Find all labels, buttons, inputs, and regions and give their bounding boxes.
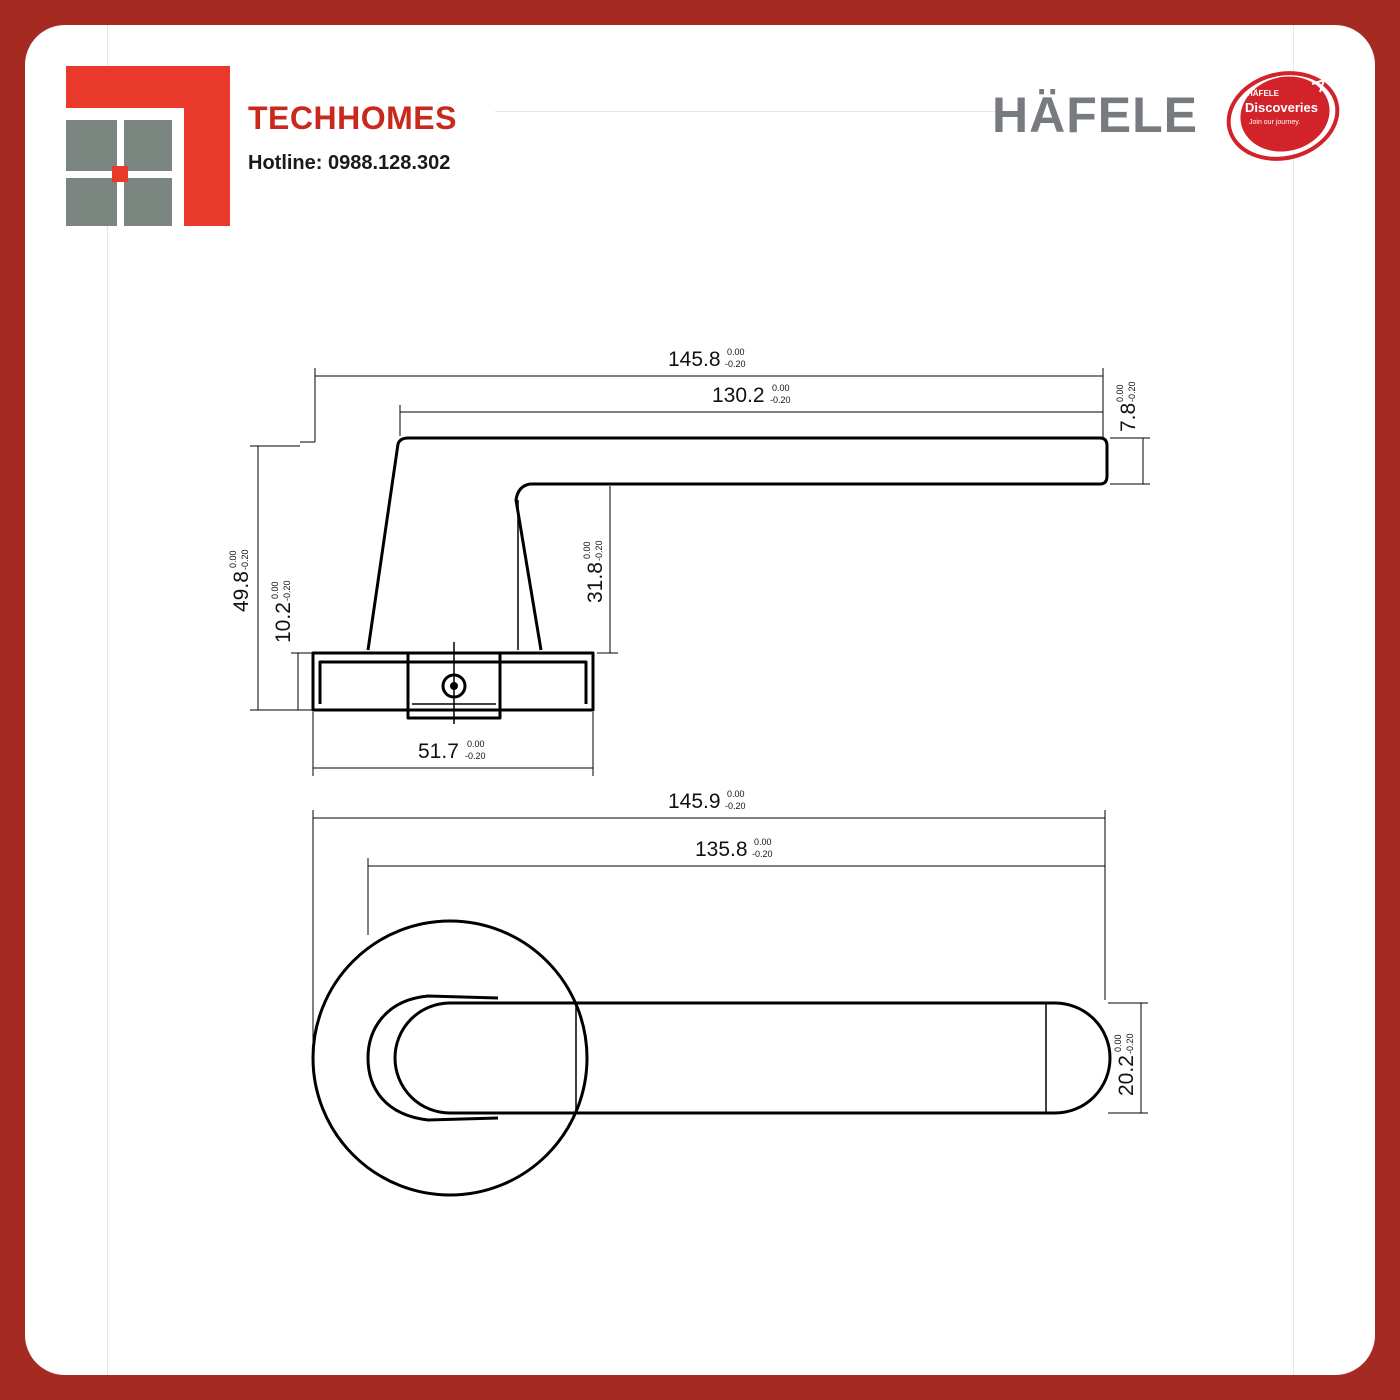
front-view-dimension-lines	[312, 810, 1148, 1114]
guide-line-right	[1293, 25, 1294, 1375]
svg-text:0.00: 0.00	[228, 550, 238, 568]
screw-hole-icon	[441, 673, 467, 699]
svg-text:49.8: 49.8	[230, 571, 253, 612]
svg-text:-0.20: -0.20	[752, 849, 773, 859]
techhomes-logo-icon	[66, 66, 230, 226]
svg-text:-0.20: -0.20	[282, 580, 292, 601]
svg-text:31.8: 31.8	[584, 562, 607, 603]
svg-text:0.00: 0.00	[772, 383, 790, 393]
dim-lever-length-front: 135.8 0.00 -0.20	[695, 837, 773, 861]
svg-text:145.8: 145.8	[668, 348, 721, 371]
svg-text:135.8: 135.8	[695, 838, 748, 861]
svg-text:7.8: 7.8	[1117, 403, 1140, 432]
dim-overall-height: 49.8 0.00 -0.20	[228, 549, 253, 612]
side-view-dimension-text: 145.8 0.00 -0.20 130.2 0.00 -0.20 7.8 0.…	[228, 347, 1140, 763]
svg-text:130.2: 130.2	[712, 384, 765, 407]
svg-text:-0.20: -0.20	[725, 359, 746, 369]
svg-text:0.00: 0.00	[754, 837, 772, 847]
svg-text:-0.20: -0.20	[725, 801, 746, 811]
dim-overall-length-side: 145.8 0.00 -0.20	[668, 347, 746, 371]
svg-text:145.9: 145.9	[668, 790, 721, 813]
dim-overall-length-front: 145.9 0.00 -0.20	[668, 789, 746, 813]
brand-name: TECHHOMES	[248, 100, 457, 136]
svg-text:0.00: 0.00	[1113, 1034, 1123, 1052]
svg-text:0.00: 0.00	[1115, 384, 1125, 402]
svg-text:0.00: 0.00	[582, 541, 592, 559]
hotline-text: Hotline: 0988.128.302	[248, 152, 451, 174]
drawing-card	[25, 25, 1375, 1375]
dim-rose-width: 51.7 0.00 -0.20	[418, 739, 486, 763]
partner-wordmark: HÄFELE	[992, 87, 1198, 143]
side-view-outline	[311, 436, 1109, 720]
svg-text:20.2: 20.2	[1115, 1055, 1138, 1096]
front-view-outline	[311, 919, 1112, 1197]
dim-lever-length-side: 130.2 0.00 -0.20	[712, 383, 791, 407]
badge-brand: HÄFELE	[1247, 89, 1280, 98]
side-view-dimension-lines	[250, 368, 1150, 776]
dim-rose-height: 10.2 0.00 -0.20	[270, 580, 295, 643]
badge-tagline: Join our journey.	[1249, 119, 1300, 126]
discoveries-badge-icon: HÄFELE Discoveries Join our journey.	[1226, 71, 1340, 161]
svg-text:0.00: 0.00	[727, 789, 745, 799]
svg-text:0.00: 0.00	[270, 581, 280, 599]
front-view-dimension-text: 145.9 0.00 -0.20 135.8 0.00 -0.20 20.2 0…	[668, 789, 1138, 1096]
svg-text:-0.20: -0.20	[465, 751, 486, 761]
svg-text:-0.20: -0.20	[1125, 1033, 1135, 1054]
svg-text:-0.20: -0.20	[770, 395, 791, 405]
svg-text:51.7: 51.7	[418, 740, 459, 763]
guide-line-top	[495, 111, 1015, 112]
badge-title: Discoveries	[1245, 100, 1318, 115]
dim-lever-width: 20.2 0.00 -0.20	[1113, 1033, 1138, 1096]
svg-text:0.00: 0.00	[727, 347, 745, 357]
guide-line-left	[107, 25, 108, 1375]
svg-text:0.00: 0.00	[467, 739, 485, 749]
svg-text:-0.20: -0.20	[1127, 381, 1137, 402]
svg-text:-0.20: -0.20	[594, 540, 604, 561]
front-view-details	[575, 1003, 1047, 1113]
svg-text:-0.20: -0.20	[240, 549, 250, 570]
svg-text:10.2: 10.2	[272, 602, 295, 643]
dim-tip-thickness: 7.8 0.00 -0.20	[1115, 381, 1140, 432]
dim-neck-height: 31.8 0.00 -0.20	[582, 540, 607, 603]
